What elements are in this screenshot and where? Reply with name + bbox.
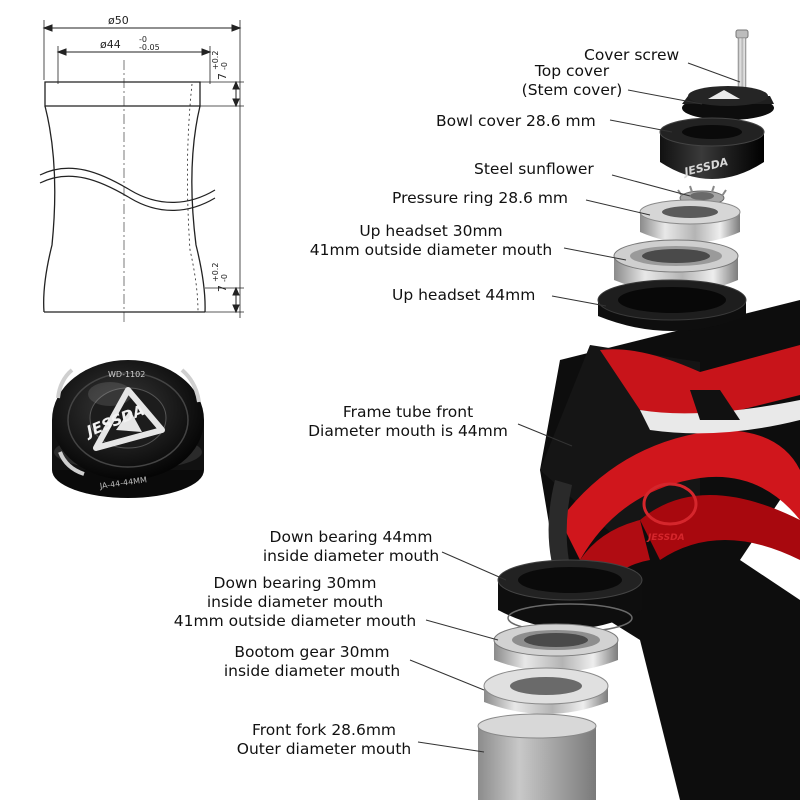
label-front-fork-line-1: Front fork 28.6mm — [251, 721, 397, 739]
label-top-cover-line-1: Top cover — [534, 62, 610, 80]
bottom-gear-crown-race — [483, 667, 609, 714]
label-down-bearing-30-line-1: Down bearing 30mm — [213, 574, 377, 592]
front-fork-steerer — [477, 713, 597, 800]
label-down-bearing-30-line-3: 41mm outside diameter mouth — [173, 612, 417, 630]
cap-model-number: WD-1102 — [108, 370, 145, 379]
frame-brand-logo: JESSDA — [646, 533, 685, 543]
height-dim-bottom: 7 — [216, 285, 229, 292]
headset-cap-product: JESSDA WD-1102 JA-44-44MM — [52, 360, 204, 498]
label-up-headset-30-line-2: 41mm outside diameter mouth — [309, 241, 553, 259]
label-frame-tube: Frame tube front Diameter mouth is 44mm — [296, 403, 520, 441]
outer-diameter-dim: ø50 — [108, 14, 129, 27]
cup-technical-drawing — [39, 20, 244, 325]
label-frame-tube-line-1: Frame tube front — [342, 403, 474, 421]
label-up-headset-30-line-1: Up headset 30mm — [359, 222, 503, 240]
height-dim-top: 7 — [216, 73, 229, 80]
label-down-bearing-30-line-2: inside diameter mouth — [206, 593, 384, 611]
label-steel-sunflower: Steel sunflower — [474, 160, 594, 178]
height-tol-upper-bottom: +0.2 — [211, 263, 220, 282]
height-tol-lower-bottom: -0 — [220, 274, 229, 282]
label-down-bearing-44: Down bearing 44mm inside diameter mouth — [246, 528, 456, 566]
inner-tol-upper: -0 — [139, 35, 147, 44]
up-headset-bearing — [613, 239, 739, 293]
drawing-dimension-labels: ø50 ø44 -0 -0.05 7 +0.2 -0 7 +0.2 -0 — [100, 14, 229, 292]
label-down-bearing-44-line-2: inside diameter mouth — [262, 547, 440, 565]
label-top-cover-line-2: (Stem cover) — [521, 81, 623, 99]
up-headset-cup — [597, 279, 747, 331]
bowl-cover: JESSDA — [659, 117, 765, 179]
top-cover — [682, 86, 774, 120]
pressure-ring — [639, 199, 741, 243]
label-down-bearing-44-line-1: Down bearing 44mm — [269, 528, 433, 546]
label-cover-screw: Cover screw — [584, 46, 680, 64]
label-up-headset-30: Up headset 30mm 41mm outside diameter mo… — [296, 222, 566, 260]
label-top-cover: Top cover (Stem cover) — [502, 62, 642, 100]
down-bearing — [493, 623, 619, 672]
height-tol-upper-top: +0.2 — [211, 51, 220, 70]
label-front-fork: Front fork 28.6mm Outer diameter mouth — [226, 721, 422, 759]
label-up-headset-44: Up headset 44mm — [392, 286, 536, 304]
label-down-bearing-30: Down bearing 30mm inside diameter mouth … — [164, 574, 426, 631]
label-bottom-gear: Bootom gear 30mm inside diameter mouth — [212, 643, 412, 681]
label-bottom-gear-line-1: Bootom gear 30mm — [234, 643, 390, 661]
label-front-fork-line-2: Outer diameter mouth — [236, 740, 412, 758]
height-tol-lower-top: -0 — [220, 62, 229, 70]
label-frame-tube-line-2: Diameter mouth is 44mm — [308, 422, 508, 440]
inner-diameter-dim: ø44 — [100, 38, 121, 51]
down-bearing-cup — [497, 559, 643, 633]
leader-lines — [409, 62, 741, 753]
label-pressure-ring: Pressure ring 28.6 mm — [392, 189, 569, 207]
label-bottom-gear-line-2: inside diameter mouth — [223, 662, 401, 680]
label-bowl-cover: Bowl cover 28.6 mm — [436, 112, 596, 130]
inner-tol-lower: -0.05 — [139, 43, 160, 52]
